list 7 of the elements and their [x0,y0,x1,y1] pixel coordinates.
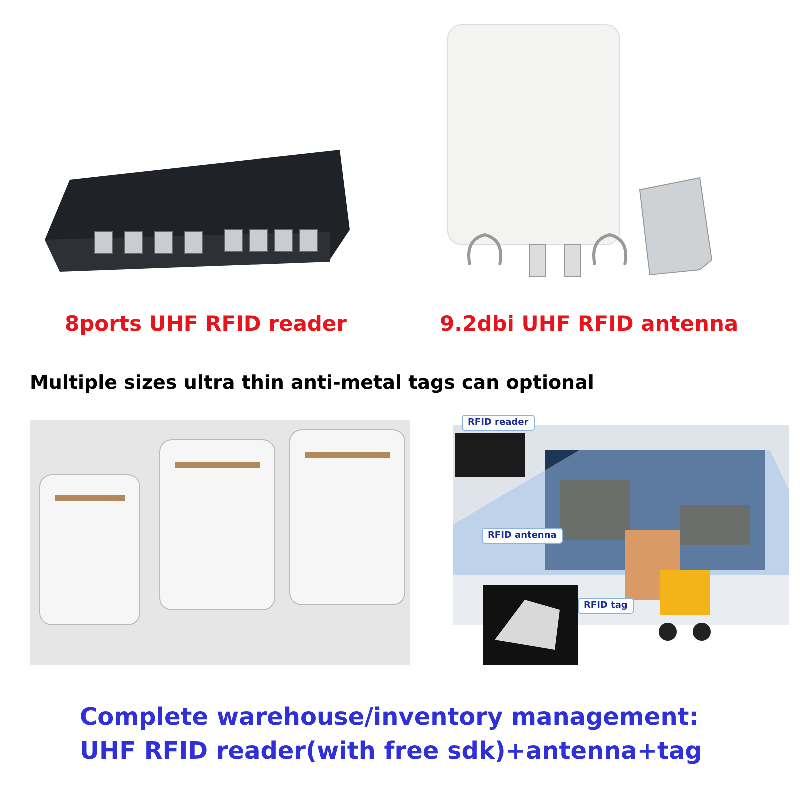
caption-text: Complete warehouse/inventory management: UHF RFID reader(with free sdk)+antenna+tag [80,702,704,767]
section-heading: Multiple sizes ultra thin anti-metal tags can optional [30,372,594,394]
callout-label: RFID reader [462,415,535,431]
product-caption: 9.2dbi UHF RFID antenna [440,312,739,336]
product-caption: 8ports UHF RFID reader [65,312,348,336]
callout-label: RFID tag [578,598,634,614]
callout-label: RFID antenna [482,528,563,544]
